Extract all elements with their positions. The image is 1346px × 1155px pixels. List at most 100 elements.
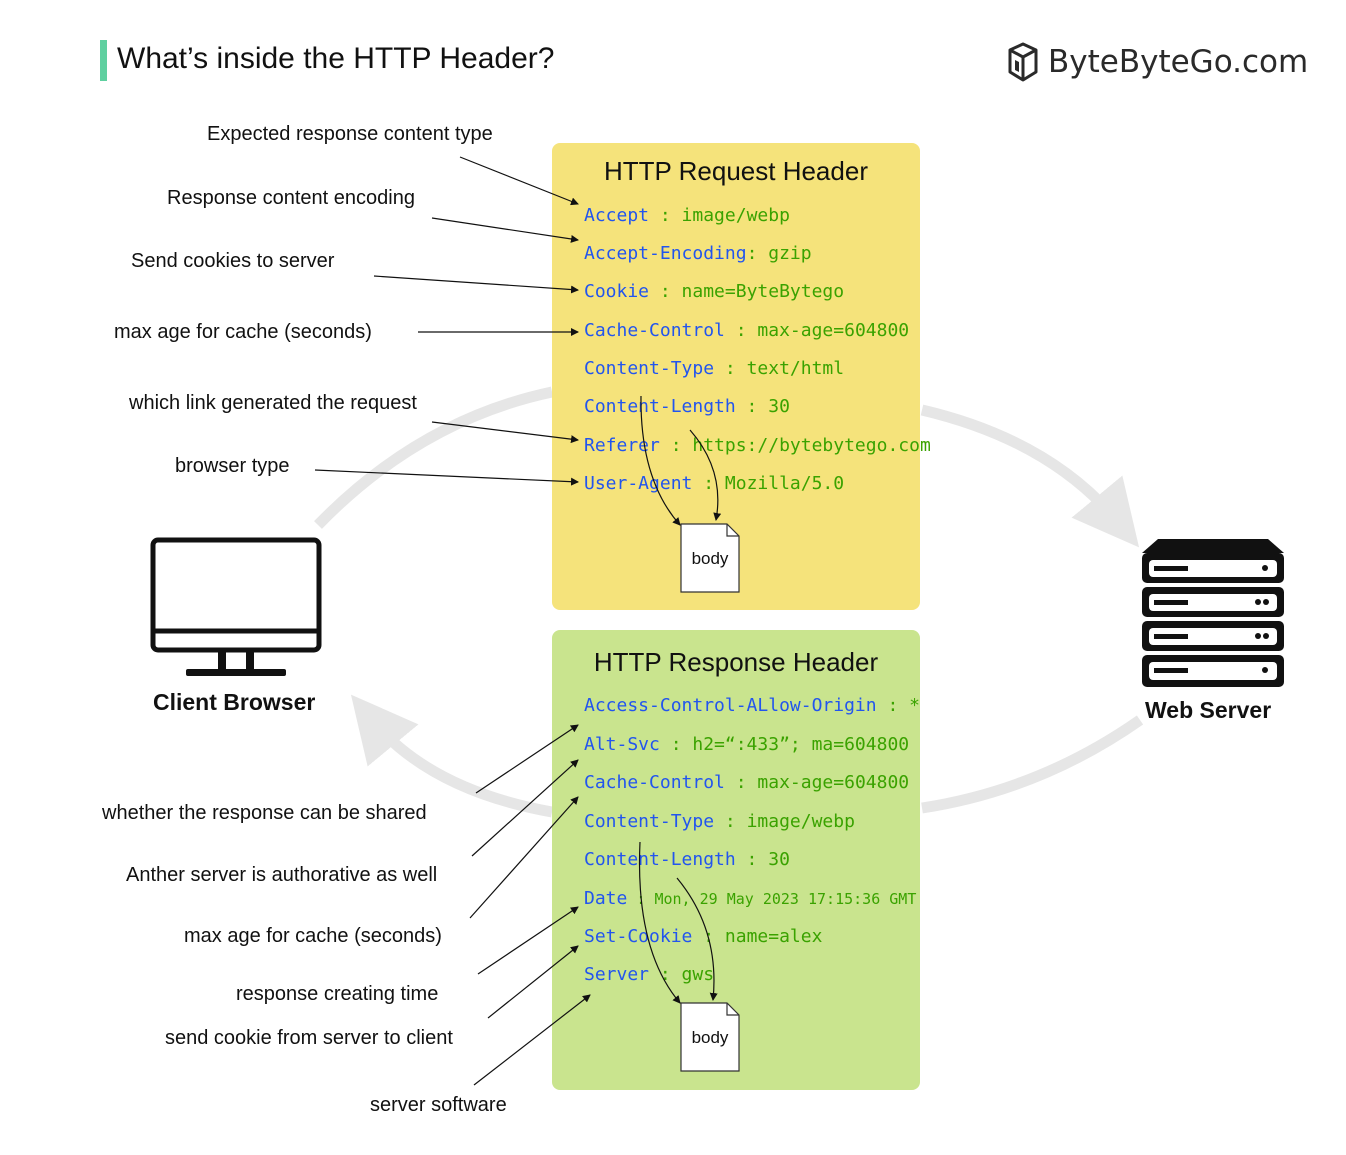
- annotation-arrow: [471, 759, 579, 857]
- header-key: Accept-Encoding: [584, 243, 747, 264]
- header-key: Content-Length: [584, 849, 736, 870]
- header-value: Mon, 29 May 2023 17:15:36 GMT: [654, 890, 917, 908]
- document-icon: [680, 523, 740, 593]
- response-header-row: Server : gws: [584, 964, 714, 985]
- response-header-row: Content-Length : 30: [584, 849, 790, 870]
- bytebytego-logo-icon: [1008, 42, 1038, 82]
- response-header-row: Content-Type : image/webp: [584, 811, 855, 832]
- annotation-arrow: [431, 217, 579, 243]
- header-sep: :: [649, 205, 682, 226]
- annotation-arrow: [373, 275, 579, 294]
- response-header-row: Access-Control-ALlow-Origin : *: [584, 695, 920, 716]
- header-sep: :: [746, 243, 769, 264]
- header-value: image/webp: [746, 811, 855, 832]
- annotation-arrow: [431, 421, 579, 444]
- annotation-label: response creating time: [236, 983, 439, 1005]
- annotation-label: max age for cache (seconds): [184, 925, 442, 947]
- annotation-arrow: [459, 156, 579, 206]
- header-sep: :: [714, 811, 747, 832]
- response-header-row: Set-Cookie : name=alex: [584, 926, 822, 947]
- header-value: gws: [681, 964, 715, 985]
- request-header-row: Accept-Encoding: gzip: [584, 243, 812, 264]
- request-header-row: Cookie : name=ByteBytego: [584, 281, 844, 302]
- header-value: image/webp: [681, 205, 790, 226]
- header-key: Date: [584, 888, 628, 909]
- response-header-row: Cache-Control : max-age=604800: [584, 772, 909, 793]
- header-key: Content-Type: [584, 811, 715, 832]
- annotation-label: browser type: [175, 455, 290, 477]
- header-sep: :: [659, 734, 693, 755]
- annotation-arrow: [487, 945, 579, 1019]
- header-value: 30: [768, 849, 790, 870]
- web-server-icon: [1142, 539, 1284, 687]
- request-header-row: User-Agent : Mozilla/5.0: [584, 473, 844, 494]
- header-key: Content-Length: [584, 396, 736, 417]
- response-body-document: body: [680, 1002, 740, 1072]
- header-sep: :: [876, 695, 910, 716]
- request-flow-arrow-right: [920, 404, 1140, 548]
- header-key: Cookie: [584, 281, 650, 302]
- header-key: Content-Type: [584, 358, 715, 379]
- annotation-arrow: [477, 906, 579, 975]
- request-header-title: HTTP Request Header: [604, 156, 868, 186]
- header-value: max-age=604800: [757, 772, 910, 793]
- header-sep: :: [724, 320, 758, 341]
- computer-monitor-icon: [150, 537, 322, 676]
- header-key: Alt-Svc: [584, 734, 660, 755]
- header-value: *: [909, 695, 920, 716]
- body-arrow: [676, 877, 718, 1001]
- header-key: Access-Control-ALlow-Origin: [584, 695, 877, 716]
- header-value: 30: [768, 396, 790, 417]
- header-key: User-Agent: [584, 473, 693, 494]
- header-value: name=ByteBytego: [681, 281, 845, 302]
- header-value: gzip: [768, 243, 812, 264]
- header-value: name=alex: [724, 926, 823, 947]
- annotation-arrow: [475, 724, 579, 794]
- header-value: max-age=604800: [757, 320, 910, 341]
- header-key: Server: [584, 964, 650, 985]
- annotation-arrow: [473, 994, 591, 1086]
- request-header-row: Content-Type : text/html: [584, 358, 844, 379]
- annotation-label: Expected response content type: [207, 123, 493, 145]
- header-key: Cache-Control: [584, 772, 725, 793]
- annotation-label: max age for cache (seconds): [114, 321, 372, 343]
- client-browser-label: Client Browser: [153, 689, 316, 715]
- header-sep: :: [714, 358, 747, 379]
- header-value: Mozilla/5.0: [724, 473, 845, 494]
- annotation-label: Send cookies to server: [131, 250, 335, 272]
- header-value: h2=“:433”; ma=604800: [692, 734, 910, 755]
- request-header-row: Cache-Control : max-age=604800: [584, 320, 909, 341]
- header-key: Referer: [584, 435, 660, 456]
- document-icon: [680, 1002, 740, 1072]
- web-server-label: Web Server: [1145, 697, 1272, 723]
- annotation-label: Anther server is authorative as well: [126, 864, 438, 886]
- header-key: Set-Cookie: [584, 926, 693, 947]
- page-title: What’s inside the HTTP Header?: [117, 42, 555, 75]
- body-arrow: [638, 841, 681, 1004]
- header-key: Cache-Control: [584, 320, 725, 341]
- header-key: Accept: [584, 205, 650, 226]
- response-header-title: HTTP Response Header: [593, 647, 879, 677]
- body-arrow: [640, 395, 681, 526]
- body-arrow: [689, 429, 722, 521]
- request-header-row: Referer : https://bytebytego.com: [584, 435, 931, 456]
- header-sep: :: [735, 849, 769, 870]
- response-body-label: body: [691, 1028, 729, 1047]
- header-sep: :: [724, 772, 758, 793]
- header-value: text/html: [746, 358, 845, 379]
- response-header-row: Alt-Svc : h2=“:433”; ma=604800: [584, 734, 909, 755]
- header-sep: :: [649, 281, 682, 302]
- header-sep: :: [649, 964, 682, 985]
- annotation-arrow: [314, 469, 579, 486]
- header-sep: :: [735, 396, 769, 417]
- annotation-label: whether the response can be shared: [102, 802, 427, 824]
- request-body-label: body: [691, 549, 729, 568]
- response-flow-arrow-left: [350, 694, 553, 818]
- brand-name: ByteByteGo.com: [1048, 44, 1309, 80]
- request-flow-arrow: [314, 386, 554, 529]
- header-sep: :: [659, 435, 693, 456]
- annotation-label: Response content encoding: [167, 187, 415, 209]
- annotation-arrow: [469, 796, 579, 919]
